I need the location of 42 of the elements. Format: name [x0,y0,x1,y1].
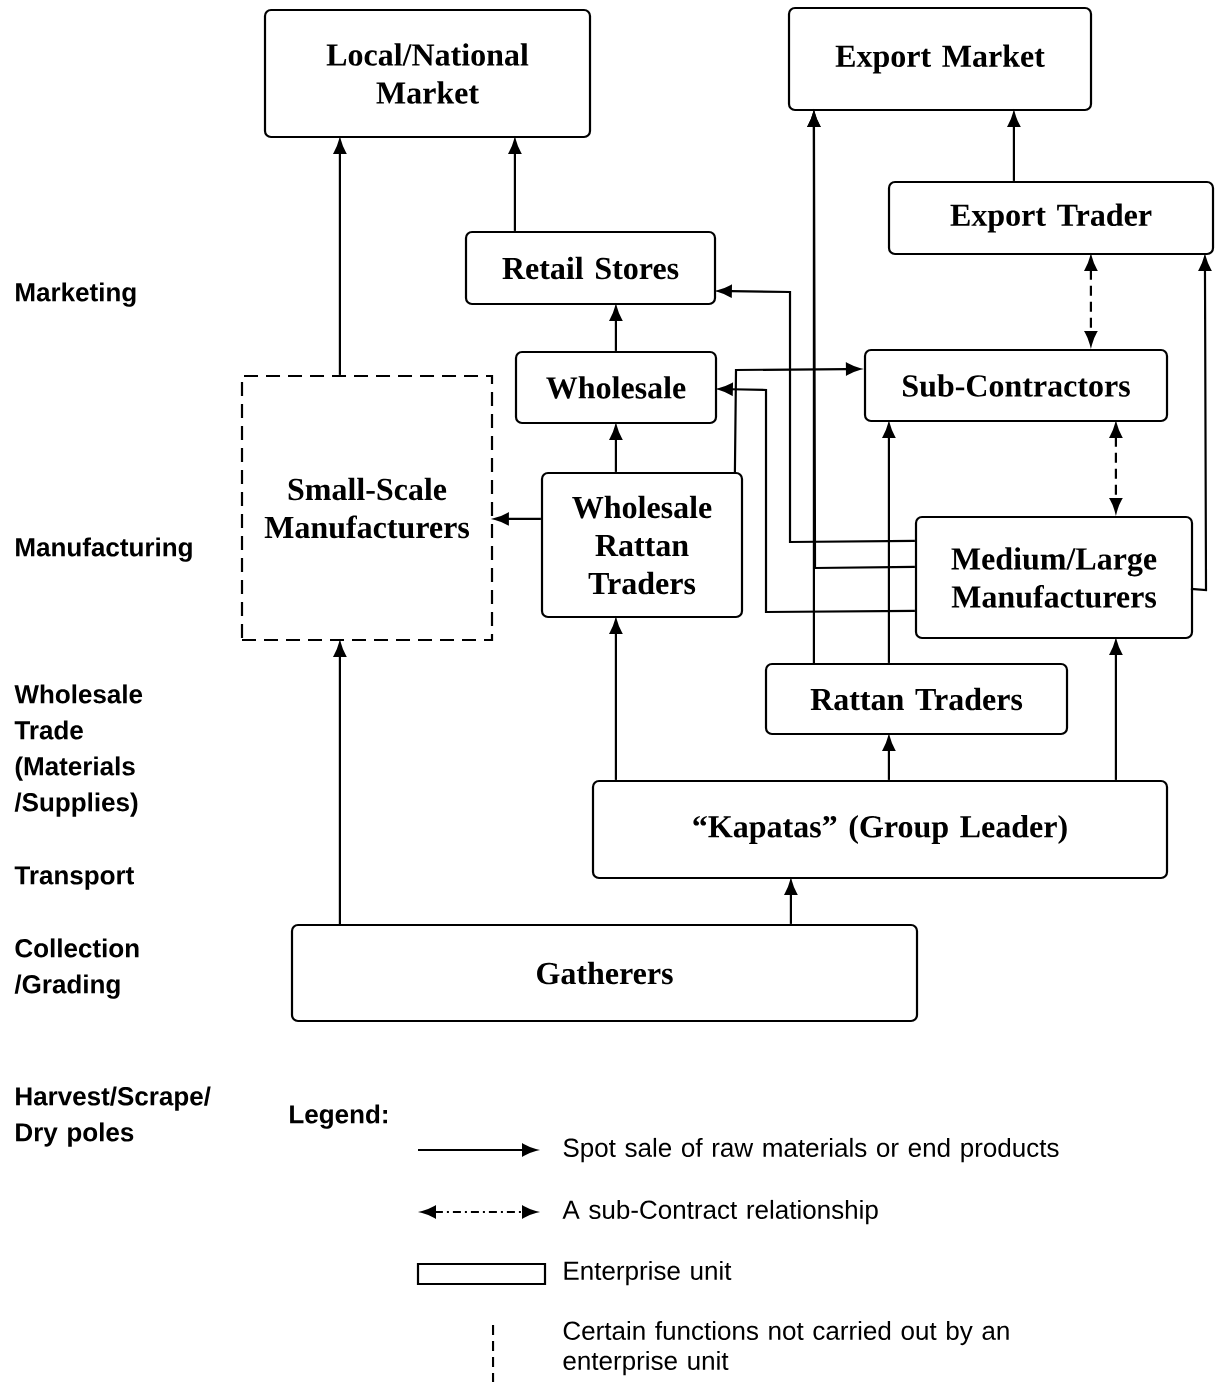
process-box: Retail Stores [464,230,717,306]
stage-label: Transport [14,866,134,890]
process-box: Medium/Large Manufacturers [914,515,1194,640]
legend-item: Spot sale of raw materials or end products [418,1137,1059,1163]
stage-label: Collection /Grading [14,938,139,999]
stage-label: Manufacturing [16,537,192,562]
arrow [508,139,522,231]
stage-label: Harvest/Scrape/ Dry poles [16,1086,211,1147]
dashed-box: Small-Scale Manufacturers [240,374,494,642]
arrow [609,306,623,351]
arrow [882,423,896,663]
process-box: Rattan Traders [764,662,1069,736]
stage-label: Wholesale Trade (Materials /Supplies) [14,684,143,817]
arrow [807,112,821,663]
arrow [333,642,347,924]
arrow [1109,640,1123,780]
arrow [718,383,915,614]
arrow [333,139,347,375]
process-box: “Kapatas” (Group Leader) [591,779,1169,880]
arrow [1007,112,1021,181]
arrow [733,362,861,472]
process-box: Local/National Market [263,8,592,139]
legend-item: Enterprise unit [416,1260,732,1286]
process-box: Export Market [787,6,1093,112]
arrow [882,736,896,780]
process-box: Wholesale [514,350,718,425]
arrow [784,880,798,924]
process-box: Sub-Contractors [863,348,1169,423]
arrow [609,425,623,472]
legend-item: A sub-Contract relationship [421,1199,878,1225]
arrow [1190,256,1212,592]
stage-label: Legend: [290,1104,387,1129]
arrow [609,619,623,780]
process-box: Wholesale Rattan Traders [540,471,744,619]
legend-item: Certain functions not carried out by an enterprise unit [491,1320,1009,1382]
stage-label: Marketing [16,282,136,307]
arrow [1084,256,1098,346]
arrow [494,512,541,526]
process-box: Gatherers [290,923,919,1023]
process-box: Export Trader [887,180,1215,256]
arrow [1109,423,1123,513]
arrow [717,285,915,544]
